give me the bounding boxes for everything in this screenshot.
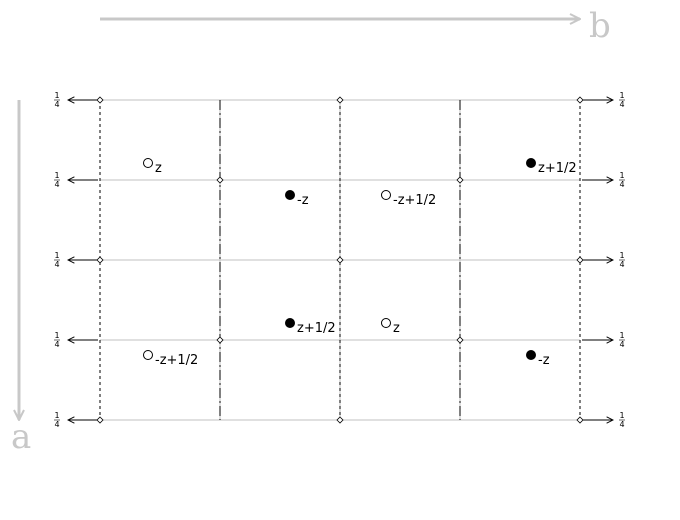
vertex-marker [336,256,344,264]
fraction-denominator: 4 [619,180,624,189]
b-axis-label: b [589,6,611,46]
position-label: -z+1/2 [393,193,436,208]
fraction-numerator: 1 [54,91,59,100]
vertex-marker [456,176,464,184]
fraction-numerator: 1 [619,331,624,340]
vertex-marker [96,416,104,424]
vertex-marker [336,416,344,424]
position-label: z [155,161,162,176]
vertex-marker [216,336,224,344]
fraction-numerator: 1 [619,91,624,100]
vertex-marker [576,256,584,264]
position-label: -z [297,193,309,208]
vertex-marker [576,96,584,104]
open-position-marker [143,350,153,360]
vertex-marker [456,336,464,344]
position-label: -z+1/2 [155,353,198,368]
fraction-numerator: 1 [619,171,624,180]
fraction-denominator: 4 [54,180,59,189]
vertex-marker [336,96,344,104]
filled-position-marker [526,158,536,168]
vertex-marker [216,176,224,184]
vertex-marker [96,256,104,264]
fraction-denominator: 4 [619,100,624,109]
a-axis-label: a [11,417,31,457]
vertex-marker [576,416,584,424]
fraction-denominator: 4 [619,420,624,429]
position-label: z [393,321,400,336]
fraction-numerator: 1 [54,251,59,260]
fraction-numerator: 1 [54,411,59,420]
open-position-marker [143,158,153,168]
fraction-denominator: 4 [619,260,624,269]
fraction-denominator: 4 [54,100,59,109]
fraction-numerator: 1 [54,331,59,340]
position-label: -z [538,353,550,368]
fraction-denominator: 4 [54,340,59,349]
vertex-marker [96,96,104,104]
position-label: z+1/2 [538,161,577,176]
fraction-numerator: 1 [619,251,624,260]
fraction-denominator: 4 [54,420,59,429]
vertex-markers [96,96,584,424]
open-position-marker [381,318,391,328]
open-position-marker [381,190,391,200]
position-label: z+1/2 [297,321,336,336]
fraction-numerator: 1 [619,411,624,420]
filled-position-marker [526,350,536,360]
fraction-numerator: 1 [54,171,59,180]
fraction-denominator: 4 [54,260,59,269]
filled-position-marker [285,190,295,200]
equivalent-positions: z -z -z+1/2 z+1/2 z+1/2 z -z+1/2 -z [143,158,577,368]
filled-position-marker [285,318,295,328]
fraction-denominator: 4 [619,340,624,349]
